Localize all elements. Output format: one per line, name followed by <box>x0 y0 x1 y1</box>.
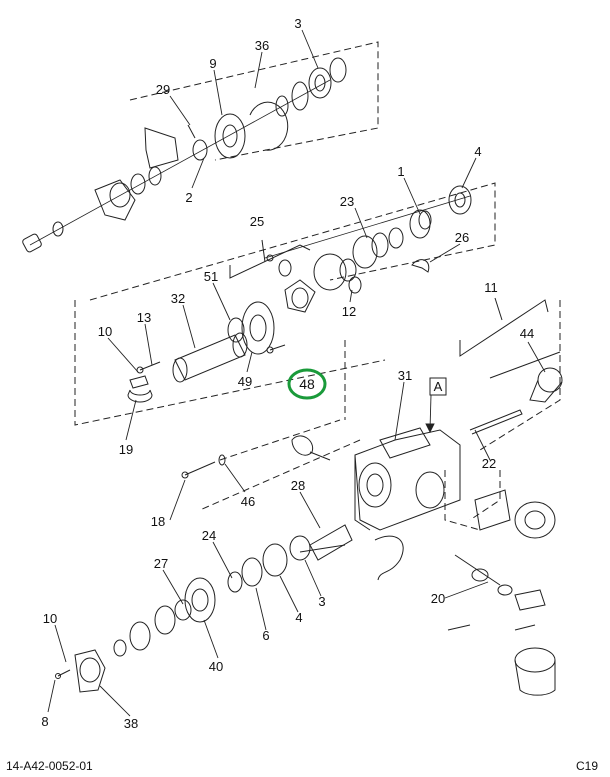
callout-38: 38 <box>124 716 138 731</box>
callout-48: 48 <box>299 376 315 392</box>
callout-1: 1 <box>397 164 404 179</box>
callout-26: 26 <box>455 230 469 245</box>
callout-labels: 3 36 9 29 2 1 4 23 25 26 51 32 13 10 12 … <box>41 16 534 731</box>
output-shaft-assembly <box>55 524 353 693</box>
callout-51: 51 <box>204 269 218 284</box>
callout-9: 9 <box>209 56 216 71</box>
top-shaft-assembly <box>22 57 347 253</box>
callout-3-top: 3 <box>294 16 301 31</box>
callout-19: 19 <box>119 442 133 457</box>
bolt-assembly <box>181 454 226 479</box>
callout-32: 32 <box>171 291 185 306</box>
callout-8: 8 <box>41 714 48 729</box>
callout-3-bottom: 3 <box>318 594 325 609</box>
callout-20: 20 <box>431 591 445 606</box>
callout-44: 44 <box>520 326 534 341</box>
callout-12: 12 <box>342 304 356 319</box>
callout-36: 36 <box>255 38 269 53</box>
detail-box-a: A <box>429 377 447 396</box>
callout-31: 31 <box>398 368 412 383</box>
callout-29: 29 <box>156 82 170 97</box>
callout-11: 11 <box>484 280 498 295</box>
callout-25: 25 <box>250 214 264 229</box>
callout-10-bottom: 10 <box>43 611 57 626</box>
callout-27: 27 <box>154 556 168 571</box>
callout-28: 28 <box>291 478 305 493</box>
document-id: 14-A42-0052-01 <box>6 759 93 773</box>
callout-24: 24 <box>202 528 216 543</box>
detail-letter: A <box>434 379 443 394</box>
callout-2: 2 <box>185 190 192 205</box>
callout-22: 22 <box>482 456 496 471</box>
highlight-circle <box>287 368 327 400</box>
page-code: C19 <box>575 759 598 773</box>
callout-40: 40 <box>209 659 223 674</box>
callout-10-top: 10 <box>98 324 112 339</box>
callout-4-top: 4 <box>474 144 481 159</box>
input-shaft-assembly <box>127 301 286 403</box>
callout-23: 23 <box>340 194 354 209</box>
housing-assembly <box>291 351 563 696</box>
callout-18: 18 <box>151 514 165 529</box>
callout-46: 46 <box>241 494 255 509</box>
group-brackets <box>229 239 549 357</box>
callout-4-bottom: 4 <box>295 610 302 625</box>
callout-49: 49 <box>238 374 252 389</box>
callout-6: 6 <box>262 628 269 643</box>
dashed-group-boundaries <box>74 41 561 531</box>
leader-lines <box>47 29 546 717</box>
callout-13: 13 <box>137 310 151 325</box>
middle-differential-assembly <box>264 185 472 313</box>
